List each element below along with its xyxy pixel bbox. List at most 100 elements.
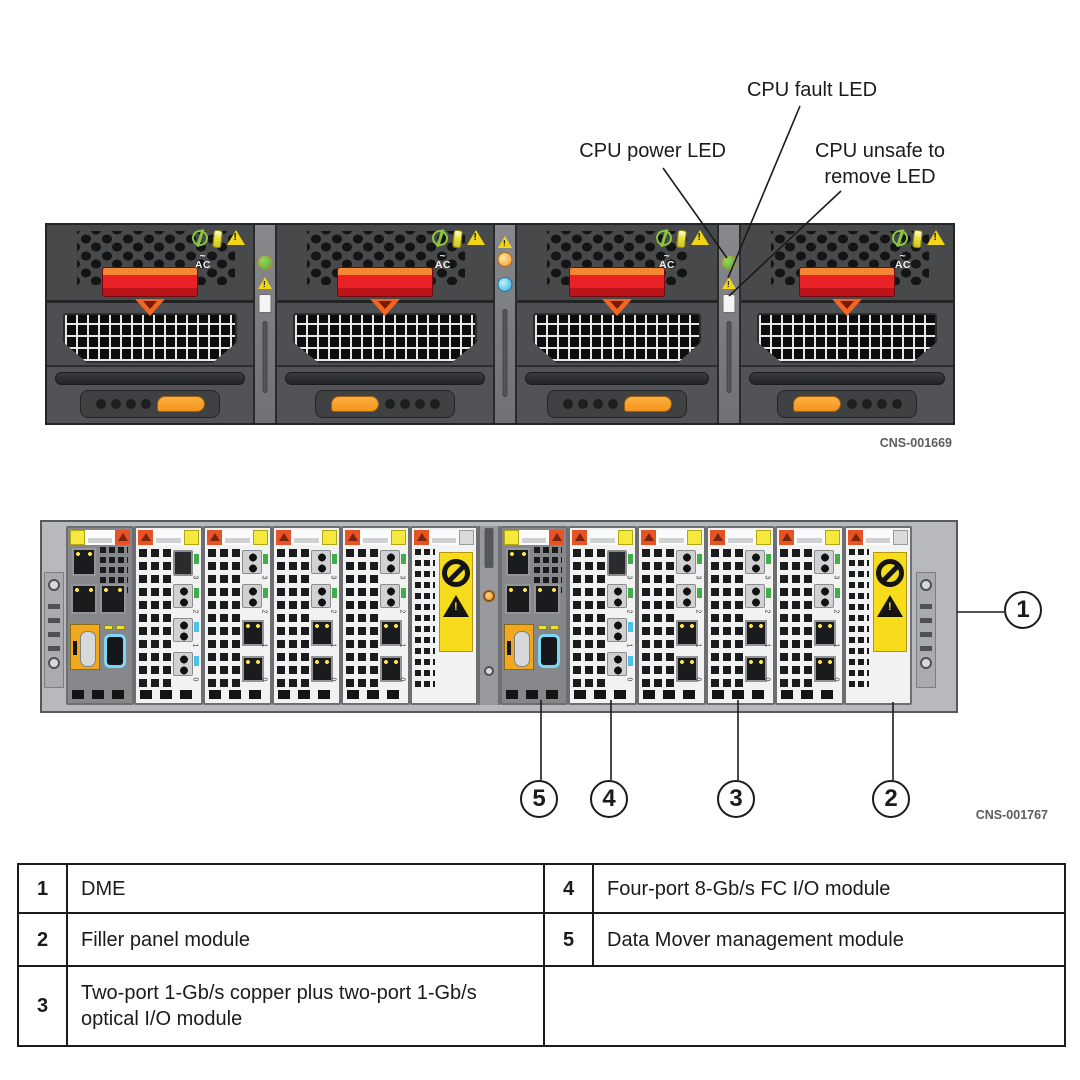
port-number-label: 3: [763, 575, 771, 580]
enclosure-amber-led-icon: [497, 252, 513, 267]
yellow-tab-icon: [70, 530, 85, 545]
lc-optical-port: [676, 550, 696, 574]
yellow-tab-icon: [322, 530, 337, 545]
status-tab-icon: [766, 554, 771, 564]
bottom-vents: [506, 690, 562, 699]
warning-tab-icon: [641, 530, 656, 545]
service-port: [538, 634, 560, 668]
lc-optical-port: [311, 584, 331, 608]
power-symbol-icon: [889, 227, 911, 249]
warning-tab-icon: [115, 530, 130, 545]
warning-triangle-icon: [227, 230, 245, 245]
bottom-vents: [643, 690, 700, 699]
module-label-strip: [414, 530, 474, 545]
legend-desc-2: Filler panel module: [68, 914, 545, 967]
yellow-tab-icon: [825, 530, 840, 545]
ethernet-port: [242, 656, 264, 682]
legend-num-4: 4: [545, 865, 594, 914]
legend-empty-cell: [545, 967, 1064, 1045]
serial-port: [504, 624, 534, 670]
status-leds: [538, 625, 559, 630]
warning-tab-icon: [549, 530, 564, 545]
cpu-power-led-icon: [257, 255, 273, 270]
port-number-label: 0: [625, 677, 633, 682]
ethernet-port: [100, 584, 126, 614]
warning-tab-icon: [414, 530, 429, 545]
yellow-tab-icon: [391, 530, 406, 545]
ethernet-port: [380, 620, 402, 646]
module-label-strip: [572, 530, 633, 545]
psu-handle-area: [517, 365, 717, 423]
power-supply-module-3: ~ AC: [517, 225, 717, 423]
sfp-port: [173, 550, 193, 576]
port-number-label: 3: [625, 575, 633, 580]
port-number-label: 3: [191, 575, 199, 580]
lc-optical-port: [607, 652, 627, 676]
status-tab-icon: [835, 588, 840, 598]
port-number-label: 1: [191, 643, 199, 648]
cpu-fault-led-icon: [258, 277, 272, 290]
port-number-label: 2: [329, 609, 337, 614]
warning-triangle-icon: [691, 230, 709, 245]
callout-2-filler-panel: 2: [872, 780, 910, 818]
ethernet-port: [311, 620, 333, 646]
vent-grid: [642, 547, 676, 687]
module-label-strip: [207, 530, 268, 545]
psu-handle-area: [277, 365, 493, 423]
yellow-tab-icon: [756, 530, 771, 545]
warning-tab-icon: [138, 530, 153, 545]
psu-status-led: [212, 229, 223, 249]
port-number-label: 0: [763, 677, 771, 682]
vent-grid: [415, 547, 435, 687]
ear-vent-slots: [48, 599, 60, 651]
power-supply-module-2: ~ AC: [277, 225, 493, 423]
orange-latch: [623, 396, 672, 412]
lc-optical-port: [311, 550, 331, 574]
power-supply-module-4: ~ AC: [741, 225, 953, 423]
connector-dots: [846, 399, 902, 409]
legend-desc-3: Two-port 1-Gb/s copper plus two-port 1-G…: [68, 967, 545, 1045]
vent-grid: [573, 547, 607, 687]
ethernet-port: [745, 656, 767, 682]
front-image-id: CNS-001669: [879, 436, 952, 450]
port-number-label: 3: [398, 575, 406, 580]
psu-handle-area: [741, 365, 953, 423]
vent-grid: [139, 547, 173, 687]
status-tab-icon: [835, 554, 840, 564]
legend-num-2: 2: [19, 914, 68, 967]
exhaust-grille: [63, 313, 237, 363]
power-symbol-icon: [653, 227, 675, 249]
lc-optical-port: [173, 652, 193, 676]
blade-divider-1: [253, 225, 277, 423]
port-number-label: 0: [191, 677, 199, 682]
exhaust-grille: [757, 313, 937, 363]
chassis-right-ear: [916, 572, 936, 688]
ethernet-port: [534, 584, 560, 614]
latch-subpanel: [80, 390, 220, 418]
orange-screw-icon: [483, 590, 495, 602]
bottom-vents: [140, 690, 197, 699]
port-number-label: 1: [694, 643, 702, 648]
vent-grid: [208, 547, 242, 687]
ac-power-label: ~ AC: [894, 250, 911, 271]
port-number-label: 1: [832, 643, 840, 648]
power-symbol-icon: [189, 227, 211, 249]
module-label-strip: [70, 530, 130, 545]
status-tab-icon: [628, 588, 633, 598]
exhaust-grille: [293, 313, 477, 363]
legend-num-3: 3: [19, 967, 68, 1045]
bottom-vents: [781, 690, 838, 699]
psu-release-latch: [337, 267, 433, 297]
psu-handle-area: [47, 365, 253, 423]
front-enclosure-figure: ~ AC: [45, 223, 955, 425]
status-tab-icon: [194, 656, 199, 666]
screw-icon: [484, 666, 494, 676]
lc-optical-port: [173, 584, 193, 608]
dm-management-module: [66, 526, 134, 705]
